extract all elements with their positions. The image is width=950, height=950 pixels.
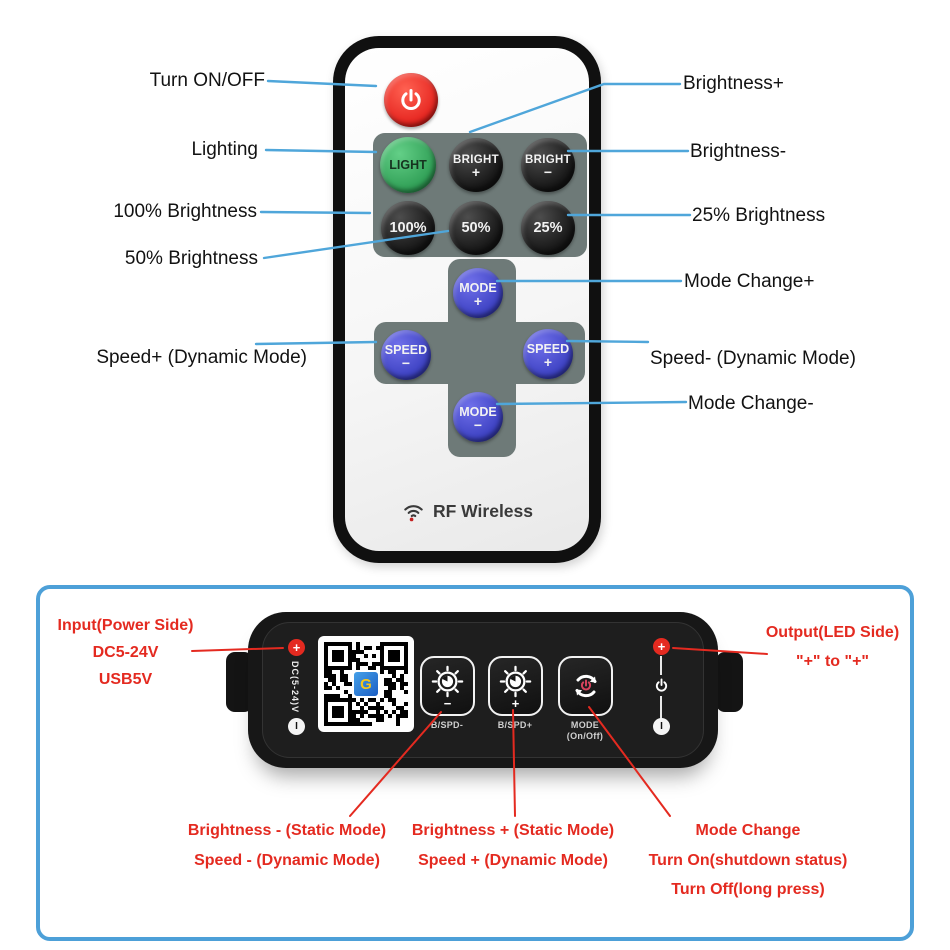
mode-change-minus-label: Mode Change- — [688, 393, 814, 414]
callout-brightness-plus: Brightness + (Static Mode) Speed + (Dyna… — [411, 822, 615, 869]
light-button[interactable]: LIGHT — [380, 137, 436, 193]
mode-change-plus-label: Mode Change+ — [684, 271, 815, 292]
turn-onoff-label: Turn ON/OFF — [149, 70, 265, 91]
led-controller: + DC(5-24)V I G — [248, 612, 718, 768]
qr-code: G — [318, 636, 414, 732]
output-power-icon — [654, 675, 669, 696]
bright-minus-button[interactable]: BRIGHT − — [521, 138, 575, 192]
mode-minus-button[interactable]: MODE − — [453, 392, 503, 442]
bright-plus-button[interactable]: BRIGHT + — [449, 138, 503, 192]
output-minus-terminal: I — [653, 718, 670, 735]
qr-finder-bl — [324, 698, 352, 726]
brightness-gear-icon — [499, 665, 532, 697]
brightness-plus-label: Brightness+ — [683, 73, 784, 94]
rf-wireless-brand: RF Wireless — [432, 500, 534, 521]
callout-brightness-minus: Brightness - (Static Mode) Speed - (Dyna… — [187, 822, 387, 869]
brightness-minus-label: Brightness- — [690, 141, 787, 162]
mode-plus-button[interactable]: MODE + — [453, 268, 503, 318]
input-power-labels: Input(Power Side) DC5-24V USB5V — [48, 612, 203, 693]
rf-remote: LIGHT BRIGHT + BRIGHT − 100% 50% 25% MOD… — [333, 36, 601, 563]
brightness-50-label: 50% Brightness — [124, 248, 258, 269]
brightness-25-label: 25% Brightness — [692, 205, 826, 226]
brightness-gear-icon — [431, 665, 464, 697]
brand-row: RF Wireless — [345, 500, 589, 522]
led-connector-right — [716, 652, 743, 712]
usb-voltage-label: USB5V — [98, 671, 153, 688]
speed-plus-button[interactable]: SPEED + — [523, 329, 573, 379]
power-icon — [401, 89, 421, 110]
mode-button[interactable] — [558, 656, 613, 716]
brightness-25-button[interactable]: 25% — [521, 201, 575, 255]
speed-minus-label: Speed- (Dynamic Mode) — [650, 348, 856, 369]
speed-plus-label: Speed+ (Dynamic Mode) — [96, 347, 307, 368]
bspd-plus-button[interactable]: + — [488, 656, 543, 716]
input-plus-terminal: + — [288, 639, 305, 656]
qr-logo: G — [352, 670, 380, 698]
bspd-plus-glyph: + — [511, 695, 520, 711]
output-plus-terminal: + — [653, 638, 670, 655]
callout-mode-change: Mode Change Turn On(shutdown status) Tur… — [648, 822, 848, 898]
speed-minus-button[interactable]: SPEED − — [381, 330, 431, 380]
dc-voltage-label: DC5-24V — [92, 644, 159, 661]
mode-button-label: MODE (On/Off) — [566, 720, 604, 741]
dc-rating-label: DC(5-24)V — [290, 661, 300, 714]
bspd-minus-glyph: − — [443, 695, 452, 711]
plus-to-plus-label: "+" to "+" — [795, 653, 870, 670]
power-button[interactable] — [384, 73, 438, 127]
brightness-100-label: 100% Brightness — [113, 201, 257, 222]
brightness-50-button[interactable]: 50% — [449, 201, 503, 255]
qr-modules: G — [324, 642, 408, 726]
bspd-plus-label: B/SPD+ — [497, 720, 533, 730]
output-led-labels: Output(LED Side) "+" to "+" — [750, 618, 915, 676]
qr-finder-tl — [324, 642, 352, 670]
output-label: Output(LED Side) — [765, 624, 900, 641]
input-label: Input(Power Side) — [57, 617, 194, 634]
bspd-minus-button[interactable]: − — [420, 656, 475, 716]
mode-cycle-icon — [575, 674, 596, 698]
bspd-minus-label: B/SPD- — [430, 720, 464, 730]
input-minus-terminal: I — [288, 718, 305, 735]
qr-finder-tr — [380, 642, 408, 670]
remote-face: LIGHT BRIGHT + BRIGHT − 100% 50% 25% MOD… — [345, 48, 589, 551]
brightness-100-button[interactable]: 100% — [381, 201, 435, 255]
lighting-label: Lighting — [191, 139, 258, 160]
wifi-icon — [404, 505, 423, 522]
